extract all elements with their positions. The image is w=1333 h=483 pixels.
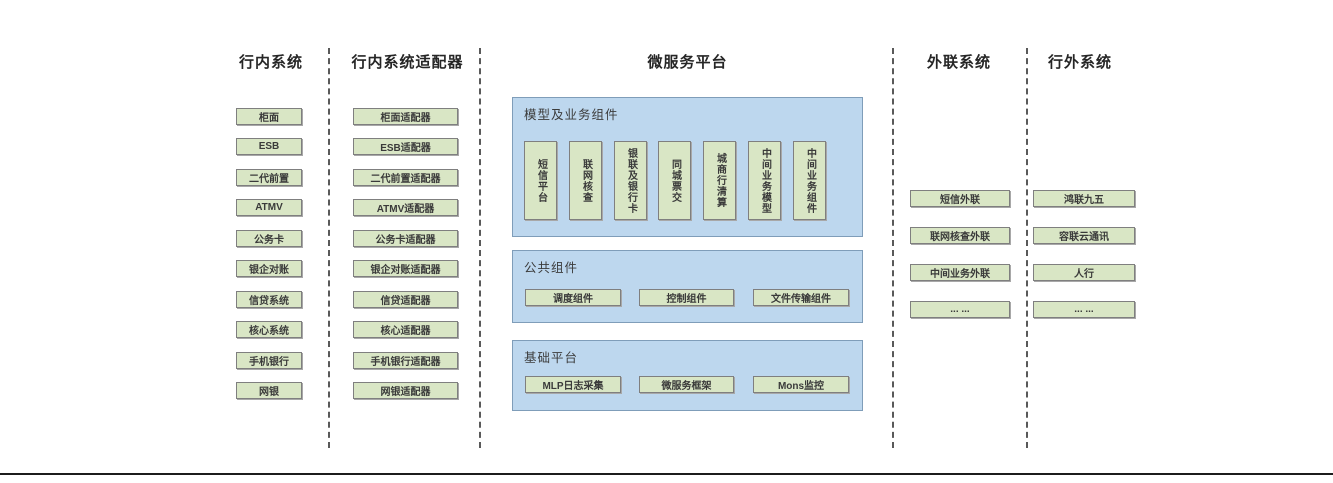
common-component-node: 调度组件 bbox=[525, 289, 621, 306]
common-components-panel-label: 公共组件 bbox=[524, 261, 579, 275]
base-platform-panel-label: 基础平台 bbox=[524, 351, 579, 365]
internal-systems-title: 行内系统 bbox=[238, 54, 303, 71]
model-business-panel-label: 模型及业务组件 bbox=[524, 108, 619, 122]
outreach-systems-title: 外联系统 bbox=[926, 54, 991, 71]
external-node: ... ... bbox=[1033, 301, 1135, 318]
model-component-node: 银联及银行卡 bbox=[614, 141, 647, 220]
adapter-node: ESB适配器 bbox=[353, 138, 458, 155]
base-platform-node: Mons监控 bbox=[753, 376, 849, 393]
internal-node: 银企对账 bbox=[236, 260, 302, 277]
outreach-node: 中间业务外联 bbox=[910, 264, 1010, 281]
outreach-node: 联网核查外联 bbox=[910, 227, 1010, 244]
external-node: 鸿联九五 bbox=[1033, 190, 1135, 207]
internal-node: 手机银行 bbox=[236, 352, 302, 369]
separator-line-3 bbox=[892, 48, 894, 448]
internal-node: ESB bbox=[236, 138, 302, 155]
common-component-node: 文件传输组件 bbox=[753, 289, 849, 306]
separator-line-4 bbox=[1026, 48, 1028, 448]
adapter-node: 网银适配器 bbox=[353, 382, 458, 399]
common-component-node: 控制组件 bbox=[639, 289, 734, 306]
bottom-rule-line bbox=[0, 473, 1333, 475]
platform-title: 微服务平台 bbox=[647, 54, 728, 71]
model-business-panel: 模型及业务组件 短信平台 联网核查 银联及银行卡 同城票交 城商行清算 中间业务… bbox=[512, 97, 863, 237]
adapter-node: 柜面适配器 bbox=[353, 108, 458, 125]
adapter-node: 公务卡适配器 bbox=[353, 230, 458, 247]
internal-node: 信贷系统 bbox=[236, 291, 302, 308]
adapter-node: 手机银行适配器 bbox=[353, 352, 458, 369]
adapter-node: 银企对账适配器 bbox=[353, 260, 458, 277]
adapter-node: ATMV适配器 bbox=[353, 199, 458, 216]
internal-node: 公务卡 bbox=[236, 230, 302, 247]
internal-node: 网银 bbox=[236, 382, 302, 399]
model-component-node: 中间业务模型 bbox=[748, 141, 781, 220]
internal-node: 二代前置 bbox=[236, 169, 302, 186]
model-component-node: 同城票交 bbox=[658, 141, 691, 220]
internal-node: ATMV bbox=[236, 199, 302, 216]
adapters-title: 行内系统适配器 bbox=[351, 54, 464, 71]
outreach-node: ... ... bbox=[910, 301, 1010, 318]
internal-node: 柜面 bbox=[236, 108, 302, 125]
external-node: 人行 bbox=[1033, 264, 1135, 281]
model-component-node: 城商行清算 bbox=[703, 141, 736, 220]
base-platform-node: 微服务框架 bbox=[639, 376, 734, 393]
internal-node: 核心系统 bbox=[236, 321, 302, 338]
adapter-node: 核心适配器 bbox=[353, 321, 458, 338]
model-component-node: 中间业务组件 bbox=[793, 141, 826, 220]
adapter-node: 二代前置适配器 bbox=[353, 169, 458, 186]
separator-line-1 bbox=[328, 48, 330, 448]
adapter-node: 信贷适配器 bbox=[353, 291, 458, 308]
base-platform-panel: 基础平台 MLP日志采集 微服务框架 Mons监控 bbox=[512, 340, 863, 411]
external-node: 容联云通讯 bbox=[1033, 227, 1135, 244]
base-platform-node: MLP日志采集 bbox=[525, 376, 621, 393]
external-systems-title: 行外系统 bbox=[1047, 54, 1112, 71]
outreach-node: 短信外联 bbox=[910, 190, 1010, 207]
model-component-node: 短信平台 bbox=[524, 141, 557, 220]
model-component-node: 联网核查 bbox=[569, 141, 602, 220]
common-components-panel: 公共组件 调度组件 控制组件 文件传输组件 bbox=[512, 250, 863, 323]
separator-line-2 bbox=[479, 48, 481, 448]
